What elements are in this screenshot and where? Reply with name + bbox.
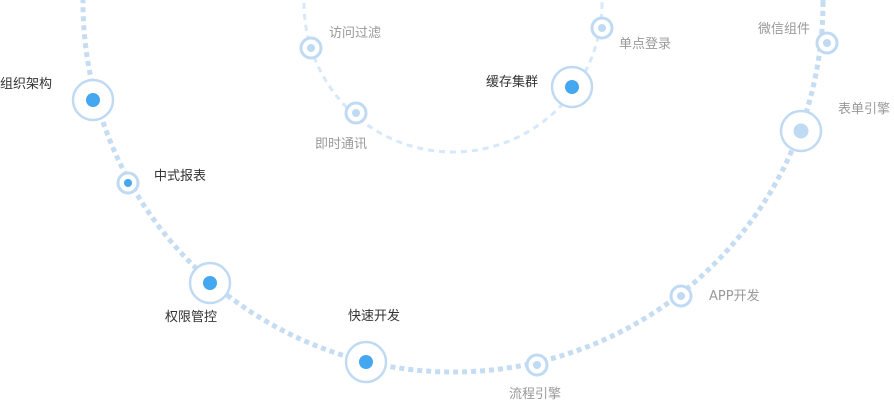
node-filter-dot — [307, 44, 315, 52]
node-label-im[interactable]: 即时通讯 — [315, 137, 368, 152]
node-label-wechat[interactable]: 微信组件 — [758, 22, 811, 37]
node-im-dot — [352, 109, 360, 117]
node-sso-dot — [598, 24, 606, 32]
node-label-perm[interactable]: 权限管控 — [165, 310, 218, 325]
inner-orbit — [302, 0, 604, 154]
node-perm-dot — [203, 276, 217, 290]
outer-orbit — [80, 0, 826, 375]
node-app-dot — [677, 292, 685, 300]
node-label-report[interactable]: 中式报表 — [154, 169, 207, 184]
node-label-cache[interactable]: 缓存集群 — [486, 75, 539, 90]
node-org-dot — [86, 93, 100, 107]
node-label-filter[interactable]: 访问过滤 — [329, 26, 382, 41]
node-wechat-dot — [823, 39, 831, 47]
node-rapid-dot — [359, 355, 373, 369]
node-flow-dot — [533, 361, 541, 369]
node-label-app[interactable]: APP开发 — [709, 289, 760, 304]
node-cache-dot — [565, 80, 579, 94]
node-form-dot — [793, 123, 809, 139]
node-label-sso[interactable]: 单点登录 — [619, 37, 672, 52]
node-label-org[interactable]: 组织架构 — [0, 77, 53, 92]
node-label-form[interactable]: 表单引擎 — [838, 102, 891, 117]
node-report-dot — [124, 179, 132, 187]
node-label-rapid[interactable]: 快速开发 — [348, 309, 401, 324]
node-label-flow[interactable]: 流程引擎 — [509, 387, 562, 402]
